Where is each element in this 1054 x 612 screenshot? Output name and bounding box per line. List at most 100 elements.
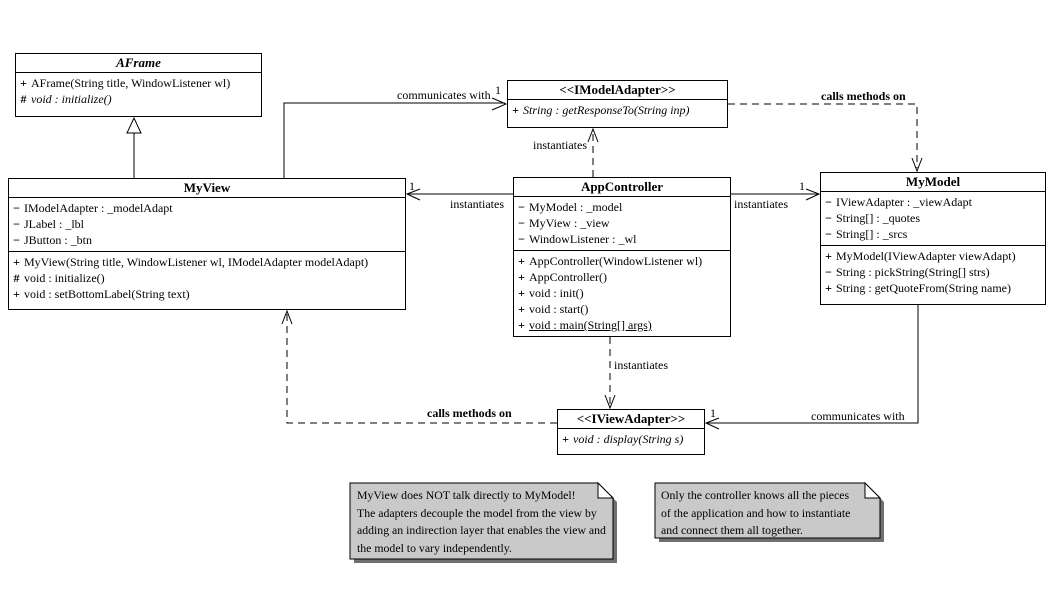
attribute-row: − JButton : _btn — [9, 232, 405, 248]
note-line: The adapters decouple the model from the… — [357, 505, 597, 520]
visibility-private-icon: − — [13, 201, 20, 215]
method-row: + void : setBottomLabel(String text) — [9, 286, 405, 302]
class-myview-attributes: − IModelAdapter : _modelAdapt − JLabel :… — [9, 198, 405, 252]
assoc-appcontroller-mymodel-arrowhead — [805, 188, 821, 201]
attribute-text: IViewAdapter : _viewAdapt — [836, 195, 972, 209]
method-row: + AppController() — [514, 269, 730, 285]
attribute-row: − MyView : _view — [514, 215, 730, 231]
multiplicity-left: 1 — [409, 179, 415, 193]
attribute-row: − IModelAdapter : _modelAdapt — [9, 200, 405, 216]
class-appcontroller-title: AppController — [514, 178, 730, 197]
method-row: + void : start() — [514, 301, 730, 317]
method-text: void : initialize() — [24, 271, 105, 285]
generalization-triangle-arrowhead — [126, 116, 142, 134]
interface-iviewadapter-title: <<IViewAdapter>> — [558, 410, 704, 429]
note-line: and connect them all together. — [661, 523, 803, 537]
dep-iviewadapter-myview-line — [286, 314, 557, 424]
method-row: + MyModel(IViewAdapter viewAdapt) — [821, 248, 1045, 264]
visibility-public-icon: + — [20, 76, 27, 90]
class-mymodel-attributes: − IViewAdapter : _viewAdapt − String[] :… — [821, 192, 1045, 246]
edge-label-instantiates-right: instantiates — [734, 197, 788, 211]
visibility-public-icon: + — [518, 302, 525, 316]
dep-iviewadapter-myview-arrowhead — [281, 309, 293, 325]
visibility-private-icon: − — [518, 200, 525, 214]
dep-imodeladapter-mymodel-line — [728, 103, 918, 168]
class-aframe: AFrame + AFrame(String title, WindowList… — [15, 53, 262, 117]
note-line: MyView does NOT talk directly to MyModel… — [357, 488, 576, 502]
edge-label-instantiates-down: instantiates — [614, 358, 668, 372]
attribute-text: JButton : _btn — [24, 233, 93, 247]
method-row: + AppController(WindowListener wl) — [514, 253, 730, 269]
edge-label-calls-methods-on-top: calls methods on — [821, 89, 906, 103]
method-row: + AFrame(String title, WindowListener wl… — [16, 75, 261, 91]
class-myview: MyView − IModelAdapter : _modelAdapt − J… — [8, 178, 406, 310]
method-text: AppController(WindowListener wl) — [529, 254, 703, 268]
method-text: String : getQuoteFrom(String name) — [836, 281, 1011, 295]
attribute-row: − WindowListener : _wl — [514, 231, 730, 247]
visibility-private-icon: − — [13, 217, 20, 231]
attribute-row: − IViewAdapter : _viewAdapt — [821, 194, 1045, 210]
visibility-private-icon: − — [518, 232, 525, 246]
visibility-public-icon: + — [518, 318, 525, 332]
attribute-text: MyModel : _model — [529, 200, 623, 214]
attribute-row: − String[] : _quotes — [821, 210, 1045, 226]
method-text: String : getResponseTo(String inp) — [523, 103, 690, 117]
attribute-text: JLabel : _lbl — [24, 217, 84, 231]
class-mymodel-title: MyModel — [821, 173, 1045, 192]
assoc-myview-imodeladapter-line — [283, 102, 505, 178]
attribute-row: − String[] : _srcs — [821, 226, 1045, 242]
assoc-mymodel-iviewadapter-line — [707, 305, 919, 424]
attribute-row: − MyModel : _model — [514, 199, 730, 215]
method-text: MyModel(IViewAdapter viewAdapt) — [836, 249, 1016, 263]
visibility-private-icon: − — [825, 195, 832, 209]
assoc-appcontroller-myview-arrowhead — [405, 188, 421, 201]
method-text: void : display(String s) — [573, 432, 684, 446]
note1-fold-corner — [597, 481, 615, 499]
method-row: + void : main(String[] args) — [514, 317, 730, 333]
method-text: String : pickString(String[] strs) — [836, 265, 990, 279]
method-text: AppController() — [529, 270, 607, 284]
visibility-public-icon: + — [518, 286, 525, 300]
method-text: AFrame(String title, WindowListener wl) — [31, 76, 231, 90]
note-line: adding an indirection layer that enables… — [357, 523, 606, 537]
interface-imodeladapter: <<IModelAdapter>> + String : getResponse… — [507, 80, 728, 128]
note-controller-knows-pieces: Only the controller knows all the pieces… — [661, 487, 873, 540]
assoc-mymodel-iviewadapter-arrowhead — [704, 417, 720, 430]
attribute-text: WindowListener : _wl — [529, 232, 637, 246]
class-appcontroller-attributes: − MyModel : _model − MyView : _view − Wi… — [514, 197, 730, 251]
method-row: + MyView(String title, WindowListener wl… — [9, 254, 405, 270]
note-line: Only the controller knows all the pieces — [661, 488, 850, 502]
dep-imodeladapter-mymodel-arrowhead — [911, 157, 923, 173]
visibility-protected-icon: # — [20, 92, 27, 106]
visibility-private-icon: − — [13, 233, 20, 247]
edge-label-communicates-with-bottom: communicates with — [811, 409, 905, 423]
visibility-public-icon: + — [825, 281, 832, 295]
attribute-text: String[] : _srcs — [836, 227, 908, 241]
method-row: + String : getQuoteFrom(String name) — [821, 280, 1045, 296]
class-mymodel: MyModel − IViewAdapter : _viewAdapt − St… — [820, 172, 1046, 305]
note2-body — [654, 482, 881, 539]
dep-appcontroller-imodeladapter-arrowhead — [587, 127, 599, 143]
visibility-public-icon: + — [13, 287, 20, 301]
edge-label-instantiates-left: instantiates — [450, 197, 504, 211]
attribute-row: − JLabel : _lbl — [9, 216, 405, 232]
multiplicity-right: 1 — [799, 179, 805, 193]
class-aframe-title: AFrame — [16, 54, 261, 73]
assoc-myview-imodeladapter-arrowhead — [491, 97, 508, 111]
attribute-text: String[] : _quotes — [836, 211, 920, 225]
class-aframe-methods: + AFrame(String title, WindowListener wl… — [16, 73, 261, 116]
class-myview-methods: + MyView(String title, WindowListener wl… — [9, 252, 405, 309]
dep-appcontroller-iviewadapter-arrowhead — [604, 394, 616, 410]
visibility-private-icon: − — [825, 211, 832, 225]
interface-iviewadapter: <<IViewAdapter>> + void : display(String… — [557, 409, 705, 455]
visibility-private-icon: − — [825, 227, 832, 241]
method-text: void : init() — [529, 286, 584, 300]
note-myview-adapters: MyView does NOT talk directly to MyModel… — [357, 487, 607, 557]
attribute-text: IModelAdapter : _modelAdapt — [24, 201, 173, 215]
attribute-text: MyView : _view — [529, 216, 610, 230]
note2-fold-corner — [864, 481, 882, 499]
visibility-private-icon: − — [825, 265, 832, 279]
visibility-protected-icon: # — [13, 271, 20, 285]
